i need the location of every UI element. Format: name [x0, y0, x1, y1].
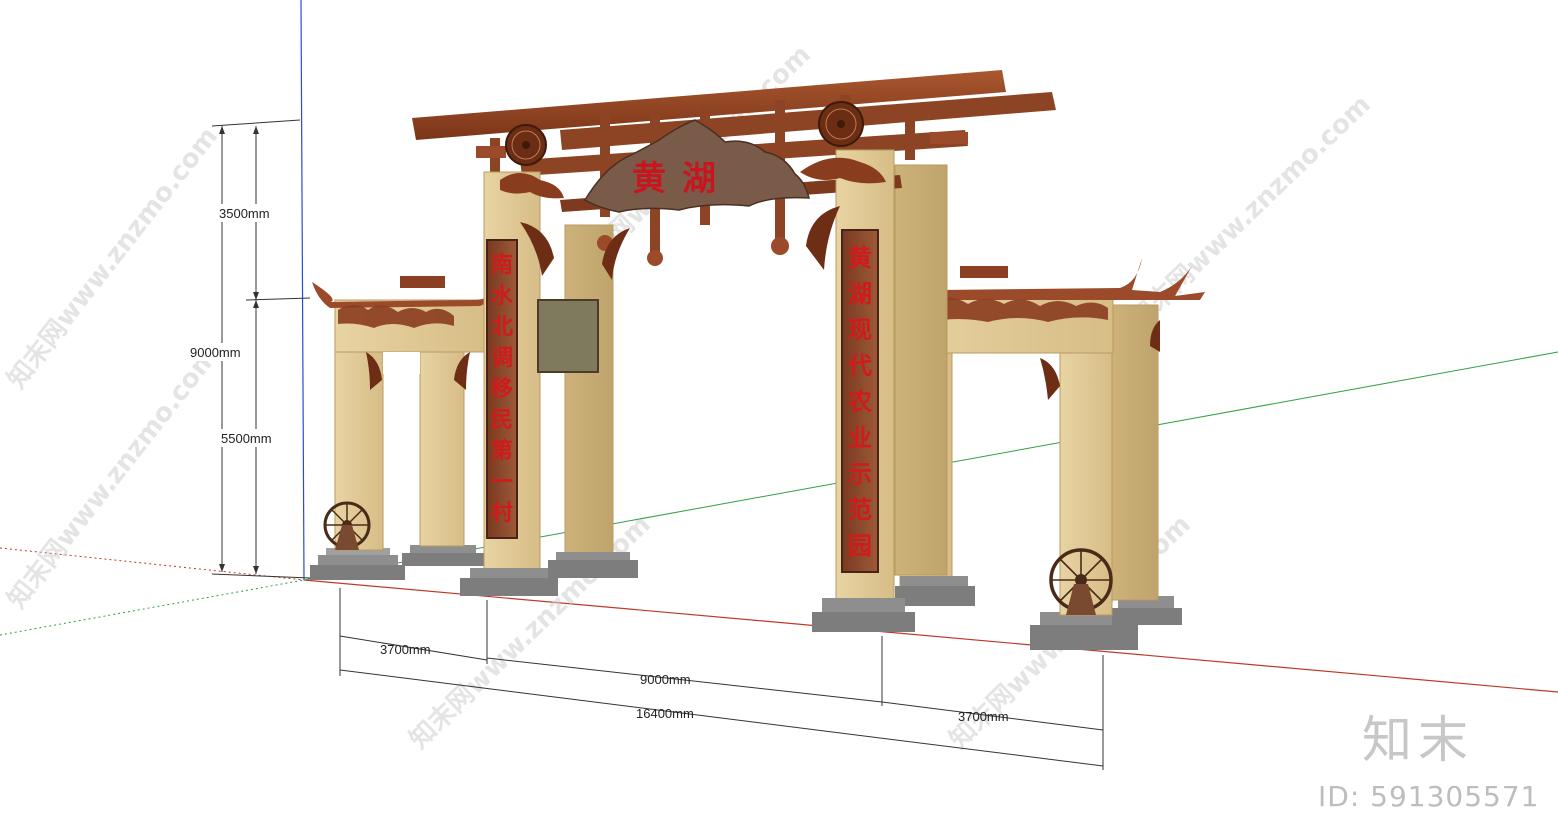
bracket-carving — [366, 352, 382, 390]
ridge — [400, 276, 445, 288]
stone-pillar — [1111, 304, 1159, 601]
dim-width-right: 3700mm — [958, 709, 1009, 724]
couplet-char: 调 — [491, 345, 513, 371]
eave-roof — [890, 258, 1205, 300]
blue-axis — [300, 0, 305, 581]
dimension-arrows — [219, 126, 259, 574]
couplet-char: 村 — [491, 500, 513, 526]
eave-roof — [312, 282, 512, 308]
dimension-labels: 9000mm 3500mm 5500mm 3700mm 9000mm 3700m… — [184, 204, 1009, 724]
dim-width-total: 16400mm — [636, 706, 694, 721]
dim-width-left: 3700mm — [380, 642, 431, 657]
bracket-carving — [454, 352, 470, 390]
gate-sign: 黄湖 — [583, 119, 810, 213]
couplet-panel-right — [841, 229, 879, 573]
opening — [383, 352, 420, 374]
couplet-char: 示 — [848, 459, 872, 488]
couplet-char: 湖 — [848, 279, 872, 308]
couplet-char: 民 — [491, 407, 513, 433]
cloud-carving — [338, 305, 454, 328]
stone-pillar — [419, 319, 465, 547]
sign-title: 黄湖 — [632, 159, 732, 199]
left-side-gate — [310, 276, 512, 580]
couplet-char: 业 — [848, 423, 872, 452]
water-wheel — [323, 501, 371, 550]
couplet-char: 范 — [848, 495, 872, 524]
water-wheel — [1049, 548, 1113, 615]
couplet-char: 农 — [847, 387, 872, 416]
stone-pillar — [334, 319, 384, 551]
plinth — [895, 576, 975, 606]
sign-board — [583, 119, 810, 213]
stone-pillar — [1059, 319, 1113, 616]
watermark-text: 知末网www.znzmo.com — [2, 342, 224, 614]
stone-pillar-back — [894, 164, 948, 576]
bracket-carving — [1150, 320, 1160, 352]
stone-pillar-back — [564, 224, 614, 561]
couplet-panel-left — [486, 239, 518, 539]
couplet-char: 园 — [848, 531, 872, 560]
plinth — [402, 545, 484, 566]
watermark-brand: 知末 — [1362, 711, 1474, 769]
relief-panel — [537, 299, 599, 373]
dim-height-upper: 3500mm — [219, 206, 270, 221]
plinth — [812, 598, 915, 632]
couplet-char: 南 — [491, 252, 513, 278]
main-gate: 黄湖 南 水 北 调 移 民 第 一 村 黄 湖 现 — [412, 70, 1056, 632]
dim-height-total: 9000mm — [190, 345, 241, 360]
dim-height-lower: 5500mm — [221, 431, 272, 446]
couplet-char: 代 — [847, 351, 872, 380]
roof-wheel — [505, 124, 547, 166]
couplet-left: 南 水 北 调 移 民 第 一 村 — [491, 252, 514, 526]
couplet-char: 北 — [491, 314, 513, 340]
cloud-scroll — [800, 157, 886, 184]
couplet-char: 一 — [491, 469, 513, 495]
ridge — [960, 266, 1008, 278]
dim-width-middle: 9000mm — [640, 672, 691, 687]
couplet-char: 移 — [491, 376, 513, 402]
couplet-char: 现 — [848, 315, 872, 344]
plinth — [548, 552, 638, 578]
bracket-carving — [520, 222, 554, 276]
watermark-id: ID: 591305571 — [1318, 780, 1540, 813]
bracket-carving — [602, 228, 630, 280]
bracket-carving — [1040, 358, 1060, 400]
couplet-right: 黄 湖 现 代 农 业 示 范 园 — [847, 243, 872, 560]
roof-wheel — [818, 101, 864, 147]
bracket-carving — [806, 206, 840, 270]
green-axis-dotted — [0, 579, 305, 636]
plinth — [310, 548, 405, 580]
plinth — [460, 568, 558, 596]
cloud-scroll — [500, 173, 564, 199]
couplet-char: 水 — [491, 283, 514, 309]
red-axis-dotted — [0, 547, 305, 581]
red-axis — [303, 579, 1558, 693]
couplet-char: 第 — [491, 438, 513, 464]
couplet-char: 黄 — [848, 243, 872, 272]
